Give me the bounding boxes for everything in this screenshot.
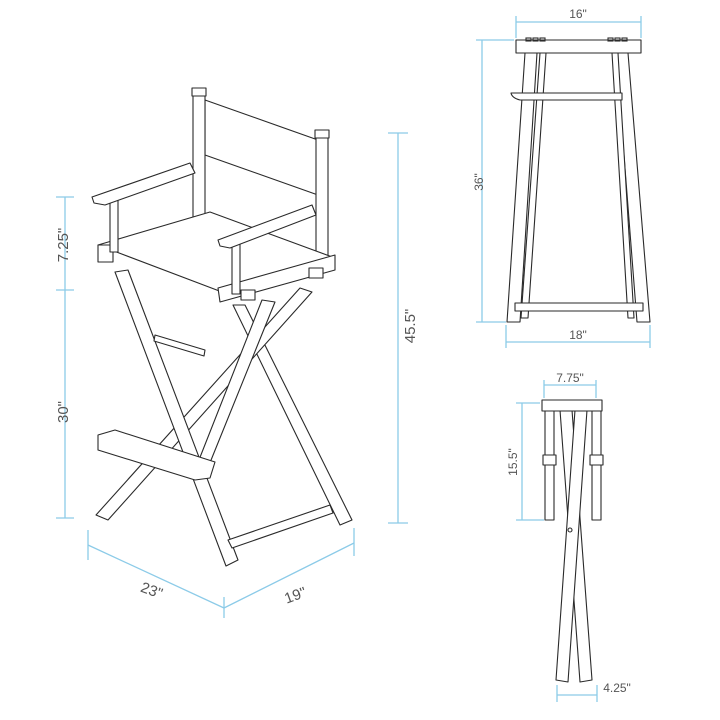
- depth-label: 23": [138, 579, 165, 603]
- folded-base-label: 4.25": [603, 681, 631, 695]
- arm-support-right: [231, 243, 241, 295]
- post-cap-left: [191, 87, 207, 97]
- front-footrest: [510, 92, 623, 101]
- perspective-dimensions: 7.25" 30" 45.5" 23" 19": [55, 132, 419, 618]
- seat-rail-left-end: [97, 244, 114, 263]
- armrest-left: [91, 162, 196, 206]
- folded-chair: [541, 399, 604, 683]
- seat-brace: [153, 334, 206, 357]
- hinge-right: [308, 267, 324, 279]
- arm-support-left: [109, 199, 119, 253]
- seat-height-label: 30": [55, 401, 72, 423]
- base-width-label: 18": [569, 328, 587, 342]
- total-height-label: 45.5": [402, 309, 419, 344]
- front-view-chair: [506, 37, 651, 323]
- front-height-label: 36": [472, 173, 486, 191]
- front-bottom-bar: [514, 302, 644, 312]
- back-canvas: [204, 99, 319, 196]
- width-label: 19": [282, 584, 309, 608]
- folded-width-label: 7.75": [556, 371, 584, 385]
- front-view-dimensions: 16" 36" 18": [472, 7, 651, 348]
- post-cap-right: [314, 129, 330, 139]
- armrest-right: [217, 204, 317, 249]
- arm-height-label: 7.25": [55, 228, 72, 263]
- top-width-label: 16": [569, 7, 587, 21]
- hinge-left: [240, 289, 256, 301]
- folded-view-dimensions: 7.75" 15.5" 4.25": [506, 371, 631, 702]
- leg-rear-right: [232, 304, 353, 526]
- front-seat-top: [515, 39, 642, 54]
- bottom-crossbar: [227, 504, 334, 549]
- folded-height-label: 15.5": [506, 448, 520, 476]
- back-post-right: [315, 132, 329, 262]
- leg-front-right: [194, 299, 276, 476]
- perspective-chair: [91, 87, 353, 567]
- folded-seat-top: [541, 399, 603, 412]
- footrest: [97, 429, 216, 481]
